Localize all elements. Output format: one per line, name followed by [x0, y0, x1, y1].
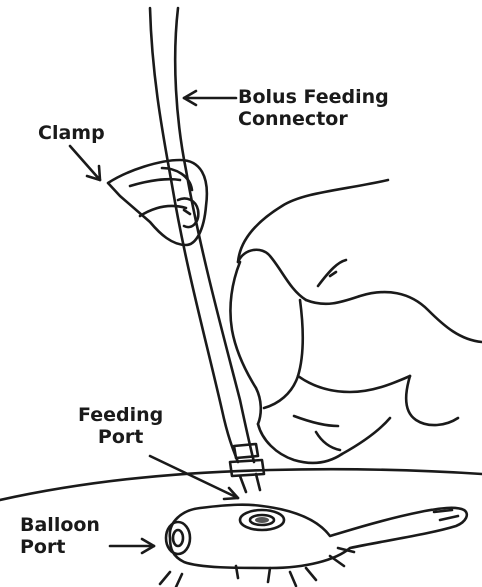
- feeding-port-connector: [230, 444, 264, 492]
- label-feeding-line-2: Port: [78, 426, 163, 448]
- label-bolus-feeding-connector: Bolus Feeding Connector: [238, 86, 389, 130]
- label-balloon-line-1: Balloon: [20, 514, 100, 536]
- label-feeding-line-1: Feeding: [78, 404, 163, 426]
- hand-drawing: [230, 180, 482, 463]
- gtube-port-body: [166, 505, 467, 582]
- arrow-clamp: [70, 146, 100, 180]
- label-bolus-line-1: Bolus Feeding: [238, 86, 389, 108]
- label-balloon-port: Balloon Port: [20, 514, 100, 558]
- label-balloon-line-2: Port: [20, 536, 100, 558]
- arrow-feeding-port: [150, 456, 238, 498]
- label-feeding-port: Feeding Port: [78, 404, 163, 448]
- feeding-tube: [150, 8, 254, 462]
- label-clamp-line-1: Clamp: [38, 122, 105, 144]
- label-bolus-line-2: Connector: [238, 108, 389, 130]
- feeding-port-opening: [255, 517, 269, 523]
- skin-line: [0, 469, 482, 500]
- label-clamp: Clamp: [38, 122, 105, 144]
